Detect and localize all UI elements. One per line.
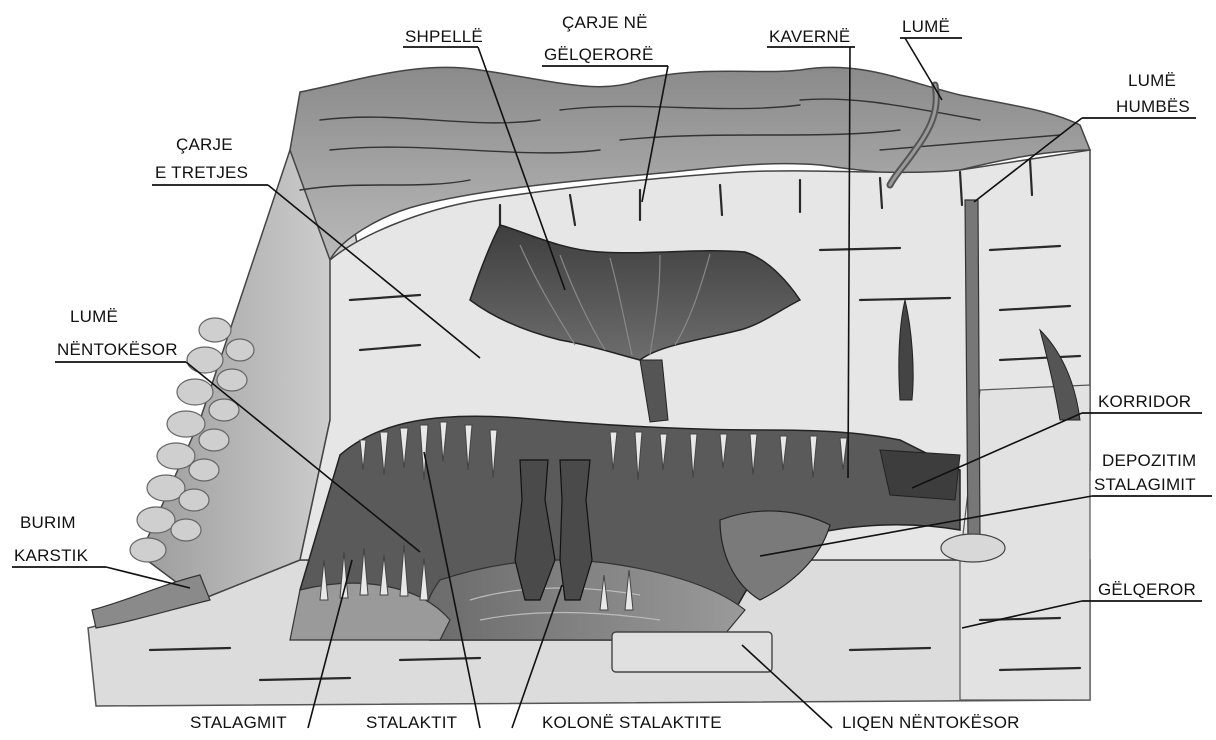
label-depozitim-line1: DEPOZITIM	[1102, 451, 1196, 470]
label-carje-ne-line2: GËLQERORË	[544, 45, 654, 64]
label-gelqeror: GËLQEROR	[1098, 580, 1196, 599]
label-burim-line2: KARSTIK	[14, 546, 89, 565]
label-burim-line1: BURIM	[20, 513, 76, 532]
label-stalaktit: STALAKTIT	[366, 713, 457, 732]
label-carje-tretjes-line1: ÇARJE	[176, 135, 233, 154]
label-liqen-nentokesor: LIQEN NËNTOKËSOR	[842, 713, 1020, 732]
label-lume: LUMË	[902, 17, 950, 36]
label-lume-nentokesor-line1: LUMË	[70, 307, 118, 326]
label-kaverne: KAVERNË	[769, 27, 850, 46]
label-stalagmit: STALAGMIT	[190, 713, 287, 732]
label-korridor: KORRIDOR	[1098, 392, 1191, 411]
label-depozitim-line2: STALAGIMIT	[1094, 475, 1196, 494]
label-lume-nentokesor-line2: NËNTOKËSOR	[57, 340, 178, 359]
label-carje-tretjes-line2: E TRETJES	[155, 163, 248, 182]
label-lume-humbes-line2: HUMBËS	[1116, 97, 1190, 116]
label-shpelle: SHPELLË	[405, 27, 483, 46]
label-kolone-stalaktite: KOLONË STALAKTITE	[542, 713, 722, 732]
label-lume-humbes-line1: LUMË	[1128, 71, 1176, 90]
label-carje-ne-line1: ÇARJE NË	[562, 13, 648, 32]
